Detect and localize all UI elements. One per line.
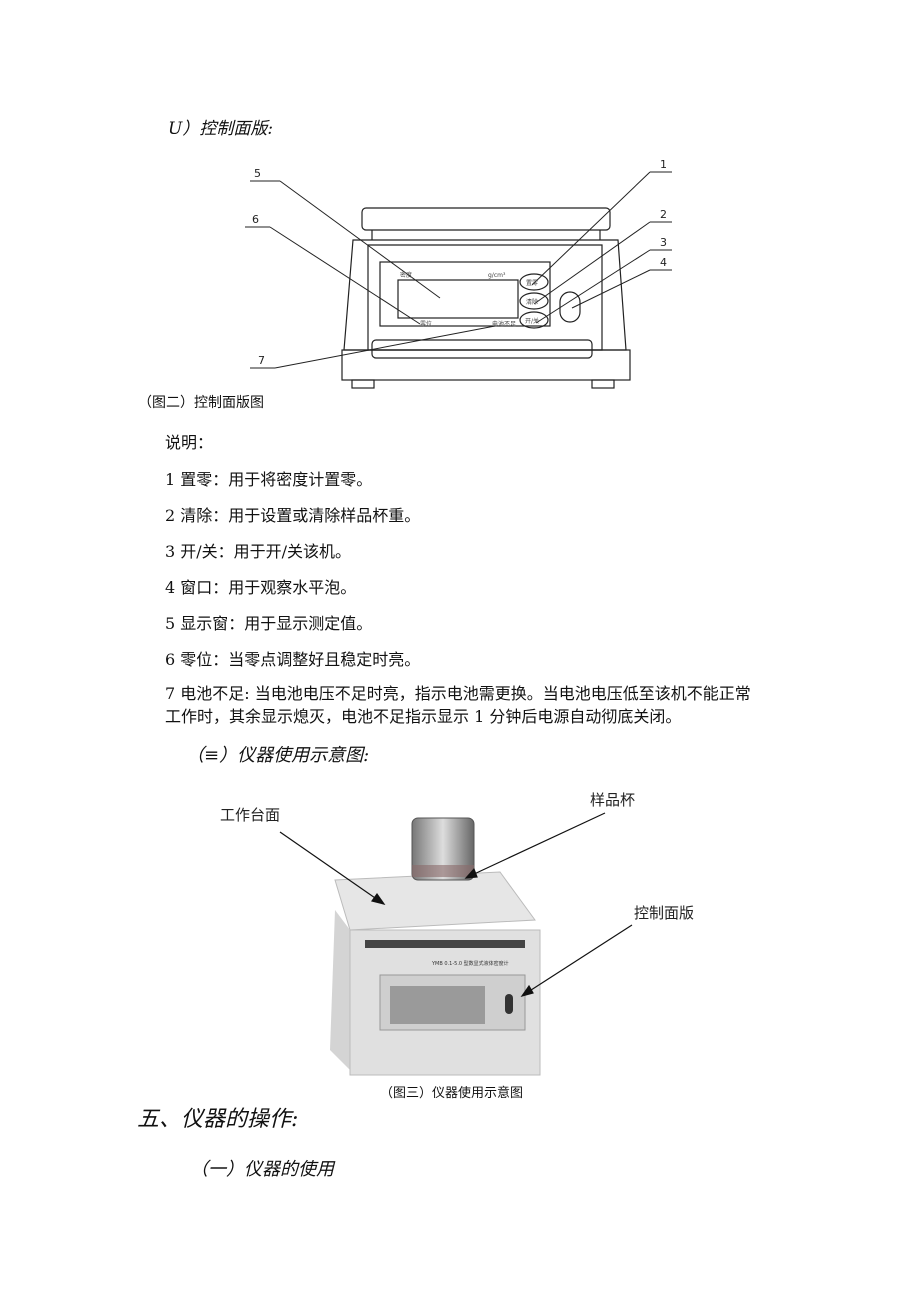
device-model: YMB 0.1-5.0 型数显式液体密度计 [431,960,509,967]
zero-pos-label: 零位 [420,320,432,328]
list-item: 4 窗口：用于观察水平泡。 [165,578,357,597]
sample-cup-label: 样品杯 [590,791,635,809]
control-panel-diagram: 5 6 1 2 3 4 7 密度 g/cm³ 零位 电池不足 置零 清除 开/关 [245,158,672,389]
unit-label: g/cm³ [488,272,506,279]
callout-3: 3 [660,236,667,249]
control-panel-heading: U）控制面版: [168,119,274,139]
callout-1: 1 [660,158,667,171]
figure3-caption: （图三）仪器使用示意图 [380,1086,524,1101]
callout-2: 2 [660,208,667,221]
density-label: 密度 [400,271,412,279]
device-photo: YMB 0.1-5.0 型数显式液体密度计 工作台面 样品杯 控制面版 [220,791,694,1076]
figure2-caption: （图二）控制面版图 [138,395,264,411]
section5-sub1: （一）仪器的使用 [190,1159,334,1180]
control-panel-label: 控制面版 [634,904,694,922]
section5-heading: 五、仪器的操作: [137,1107,299,1132]
list-item: 3 开/关：用于开/关该机。 [165,542,352,561]
explanation-title: 说明： [165,433,214,452]
callout-5: 5 [254,167,261,180]
power-button: 开/关 [525,317,539,325]
battery-low-label: 电池不足 [492,320,516,328]
callout-7: 7 [258,354,265,367]
usage-diagram-heading: （≡）仪器使用示意图: [186,745,370,766]
list-item: 1 置零：用于将密度计置零。 [165,470,373,489]
list-item: 6 零位：当零点调整好且稳定时亮。 [165,650,421,669]
callout-4: 4 [660,256,667,269]
worktop-label: 工作台面 [220,806,280,824]
zero-button: 置零 [526,280,538,287]
list-item: 5 显示窗：用于显示测定值。 [165,614,373,633]
list-item: 7 电池不足: 当电池电压不足时亮，指示电池需更换。当电池电压低至该机不能正常 [165,684,751,703]
clear-button: 清除 [526,298,538,306]
list-item: 工作时，其余显示熄灭，电池不足指示显示 1 分钟后电源自动彻底关闭。 [165,707,682,726]
list-item: 2 清除：用于设置或清除样品杯重。 [165,506,421,525]
callout-6: 6 [252,213,259,226]
